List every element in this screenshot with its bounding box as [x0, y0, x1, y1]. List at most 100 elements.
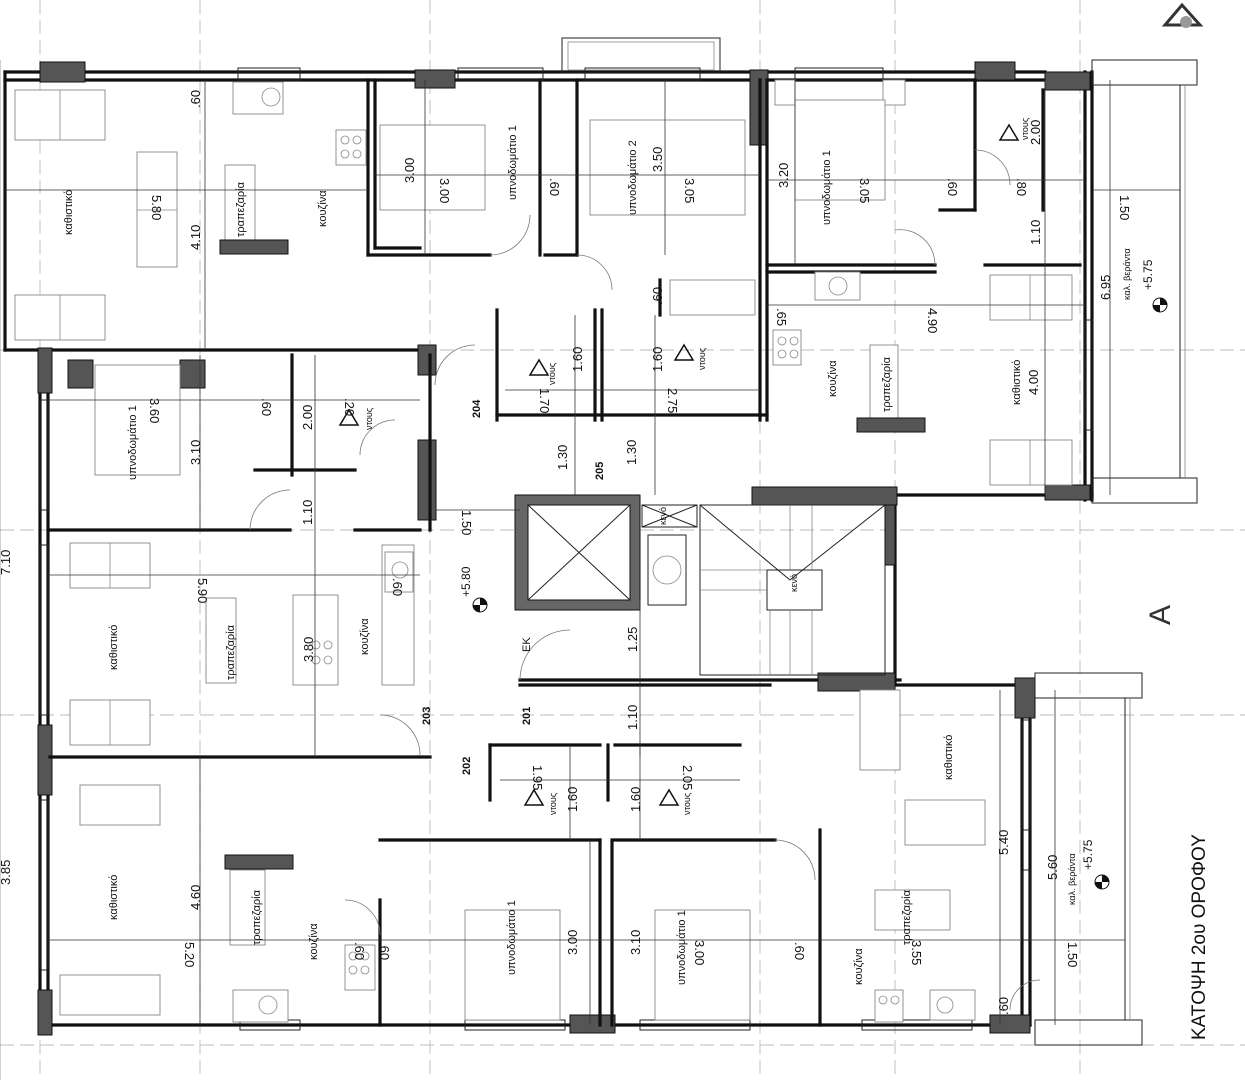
dim-355: 3.55	[909, 940, 924, 965]
room-label-veranda-bottom: καλ. βεράντα	[1067, 853, 1077, 905]
room-label-kitchen-201: κουζίνα	[853, 948, 865, 985]
dim-520: 5.20	[182, 942, 197, 967]
dim-400: 4.00	[1026, 370, 1041, 395]
unit-number-204: 204	[471, 399, 483, 418]
room-label-bedroom1-203: υπνοδωμάτιο 1	[127, 405, 139, 480]
unit-number-201: 201	[521, 707, 533, 725]
room-label-living-204: καθιστικό	[1011, 360, 1023, 405]
dim-200-mid: 2.00	[300, 405, 315, 430]
dim-710: 7.10	[0, 550, 13, 575]
dim-205: 2.05	[680, 765, 695, 790]
stair-core	[514, 486, 898, 692]
section-marker: A	[1144, 605, 1177, 625]
dim-160-b: 1.60	[650, 347, 665, 372]
room-label-dining-top-left: τραπεζαρία	[235, 181, 247, 237]
shower-label-204b: ντους	[697, 347, 707, 370]
ek-label: ΕΚ	[521, 637, 533, 652]
dim-110-top: 1.10	[1028, 220, 1043, 245]
dim-560: 5.60	[1045, 855, 1060, 880]
shower-label-top: ντους	[1020, 117, 1030, 140]
dim-300-c: 3.00	[565, 930, 580, 955]
interior-walls	[48, 78, 1082, 1027]
dim-380: 3.80	[301, 637, 316, 662]
dim-490: 4.90	[925, 308, 940, 333]
dim-695: 6.95	[1098, 275, 1113, 300]
room-label-dining-204: τραπεζαρία	[881, 356, 893, 412]
room-label-bedroom2-204: υπνοδωμάτιο 2	[627, 140, 639, 215]
dim-305-b: 3.05	[857, 178, 872, 203]
dim-580: 5.80	[149, 195, 164, 220]
room-label-bedroom1-204-left: υπνοδωμάτιο 1	[507, 125, 519, 200]
dim-540: 5.40	[996, 830, 1011, 855]
dim-275: 2.75	[665, 388, 680, 413]
dim-160-c: 1.60	[565, 787, 580, 812]
dim-310-b: 3.10	[628, 930, 643, 955]
dim-060-h: .60	[377, 942, 392, 960]
dim-160-a: 1.60	[570, 347, 585, 372]
dim-110-core: 1.10	[625, 705, 640, 730]
furniture	[14, 79, 1073, 1023]
shower-symbols	[338, 123, 1020, 806]
dim-060-f: .60	[390, 578, 405, 596]
shower-label-201: ντους	[682, 792, 692, 815]
dim-150-top: 1.50	[1117, 195, 1132, 220]
orientation-circle-icon	[1180, 16, 1192, 28]
room-label-kitchen-204: κουζίνα	[827, 360, 839, 397]
dim-125: 1.25	[625, 627, 640, 652]
room-label-living-202: καθιστικό	[108, 875, 120, 920]
room-label-kitchen-202: κουζίνα	[308, 923, 320, 960]
dim-300-b: 3.00	[437, 178, 452, 203]
dim-310-a: 3.10	[188, 440, 203, 465]
dim-200-top: 2.00	[1028, 120, 1043, 145]
dim-130-a: 1.30	[555, 445, 570, 470]
unit-number-202: 202	[461, 757, 473, 775]
level-mark-veranda-bottom: +5.75	[1081, 839, 1095, 870]
dim-170: 1.70	[537, 388, 552, 413]
dim-320: 3.20	[776, 163, 791, 188]
dim-300-d: 3.00	[692, 940, 707, 965]
dim-060-c: .60	[945, 178, 960, 196]
shower-label-203: ντους	[364, 407, 374, 430]
dim-350: 3.50	[650, 147, 665, 172]
room-label-dining-202: τραπεζαρία	[251, 889, 263, 945]
room-label-living-top-left: καθιστικό	[63, 190, 75, 235]
dimension-lines	[5, 80, 1180, 1025]
dim-360: 3.60	[147, 398, 162, 423]
dim-080: .80	[1014, 178, 1029, 196]
dim-150-bottom: 1.50	[1065, 942, 1080, 967]
doors	[249, 149, 1041, 1011]
dim-060-e: .60	[259, 398, 274, 416]
dim-460: 4.60	[188, 885, 203, 910]
shower-label-202: ντους	[548, 792, 558, 815]
unit-number-205: 205	[594, 462, 606, 480]
void-label-shaft: κενό	[658, 507, 668, 525]
drawing-title: ΚΑΤΟΨΗ 2ου ΟΡΟΦΟΥ	[1189, 834, 1210, 1040]
dim-020: .20	[342, 398, 357, 416]
dim-060-j: .60	[996, 997, 1011, 1015]
level-mark-veranda-top: +5.75	[1141, 259, 1155, 290]
room-label-living-201: καθιστικό	[943, 735, 955, 780]
room-label-kitchen-top-left: κουζίνα	[317, 190, 329, 227]
dim-410: 4.10	[188, 225, 203, 250]
dim-065: .65	[774, 308, 789, 326]
room-label-dining-203: τραπεζαρία	[225, 624, 237, 680]
room-label-bedroom1-201: υπνοδωμάτιο 1	[676, 910, 688, 985]
level-markers	[472, 297, 1168, 890]
dim-060-a: .60	[188, 90, 203, 108]
dim-385: 3.85	[0, 860, 13, 885]
room-label-dining-201: τραπεζαρία	[901, 889, 913, 945]
dim-160-d: 1.60	[628, 787, 643, 812]
dim-130-b: 1.30	[624, 440, 639, 465]
room-label-kitchen-203: κουζίνα	[359, 618, 371, 655]
dim-060-g: .60	[352, 942, 367, 960]
void-label-stair: κενό	[789, 574, 799, 592]
dim-110-mid: 1.10	[300, 500, 315, 525]
dim-060-d: .60	[650, 287, 665, 305]
dim-300-a: 3.00	[402, 158, 417, 183]
unit-number-203: 203	[421, 707, 433, 725]
level-mark-core: +5.80	[459, 566, 473, 597]
room-label-living-203: καθιστικό	[108, 625, 120, 670]
room-label-bedroom1-204-right: υπνοδωμάτιο 1	[821, 150, 833, 225]
room-label-veranda-top: καλ. βεράντα	[1122, 248, 1132, 300]
